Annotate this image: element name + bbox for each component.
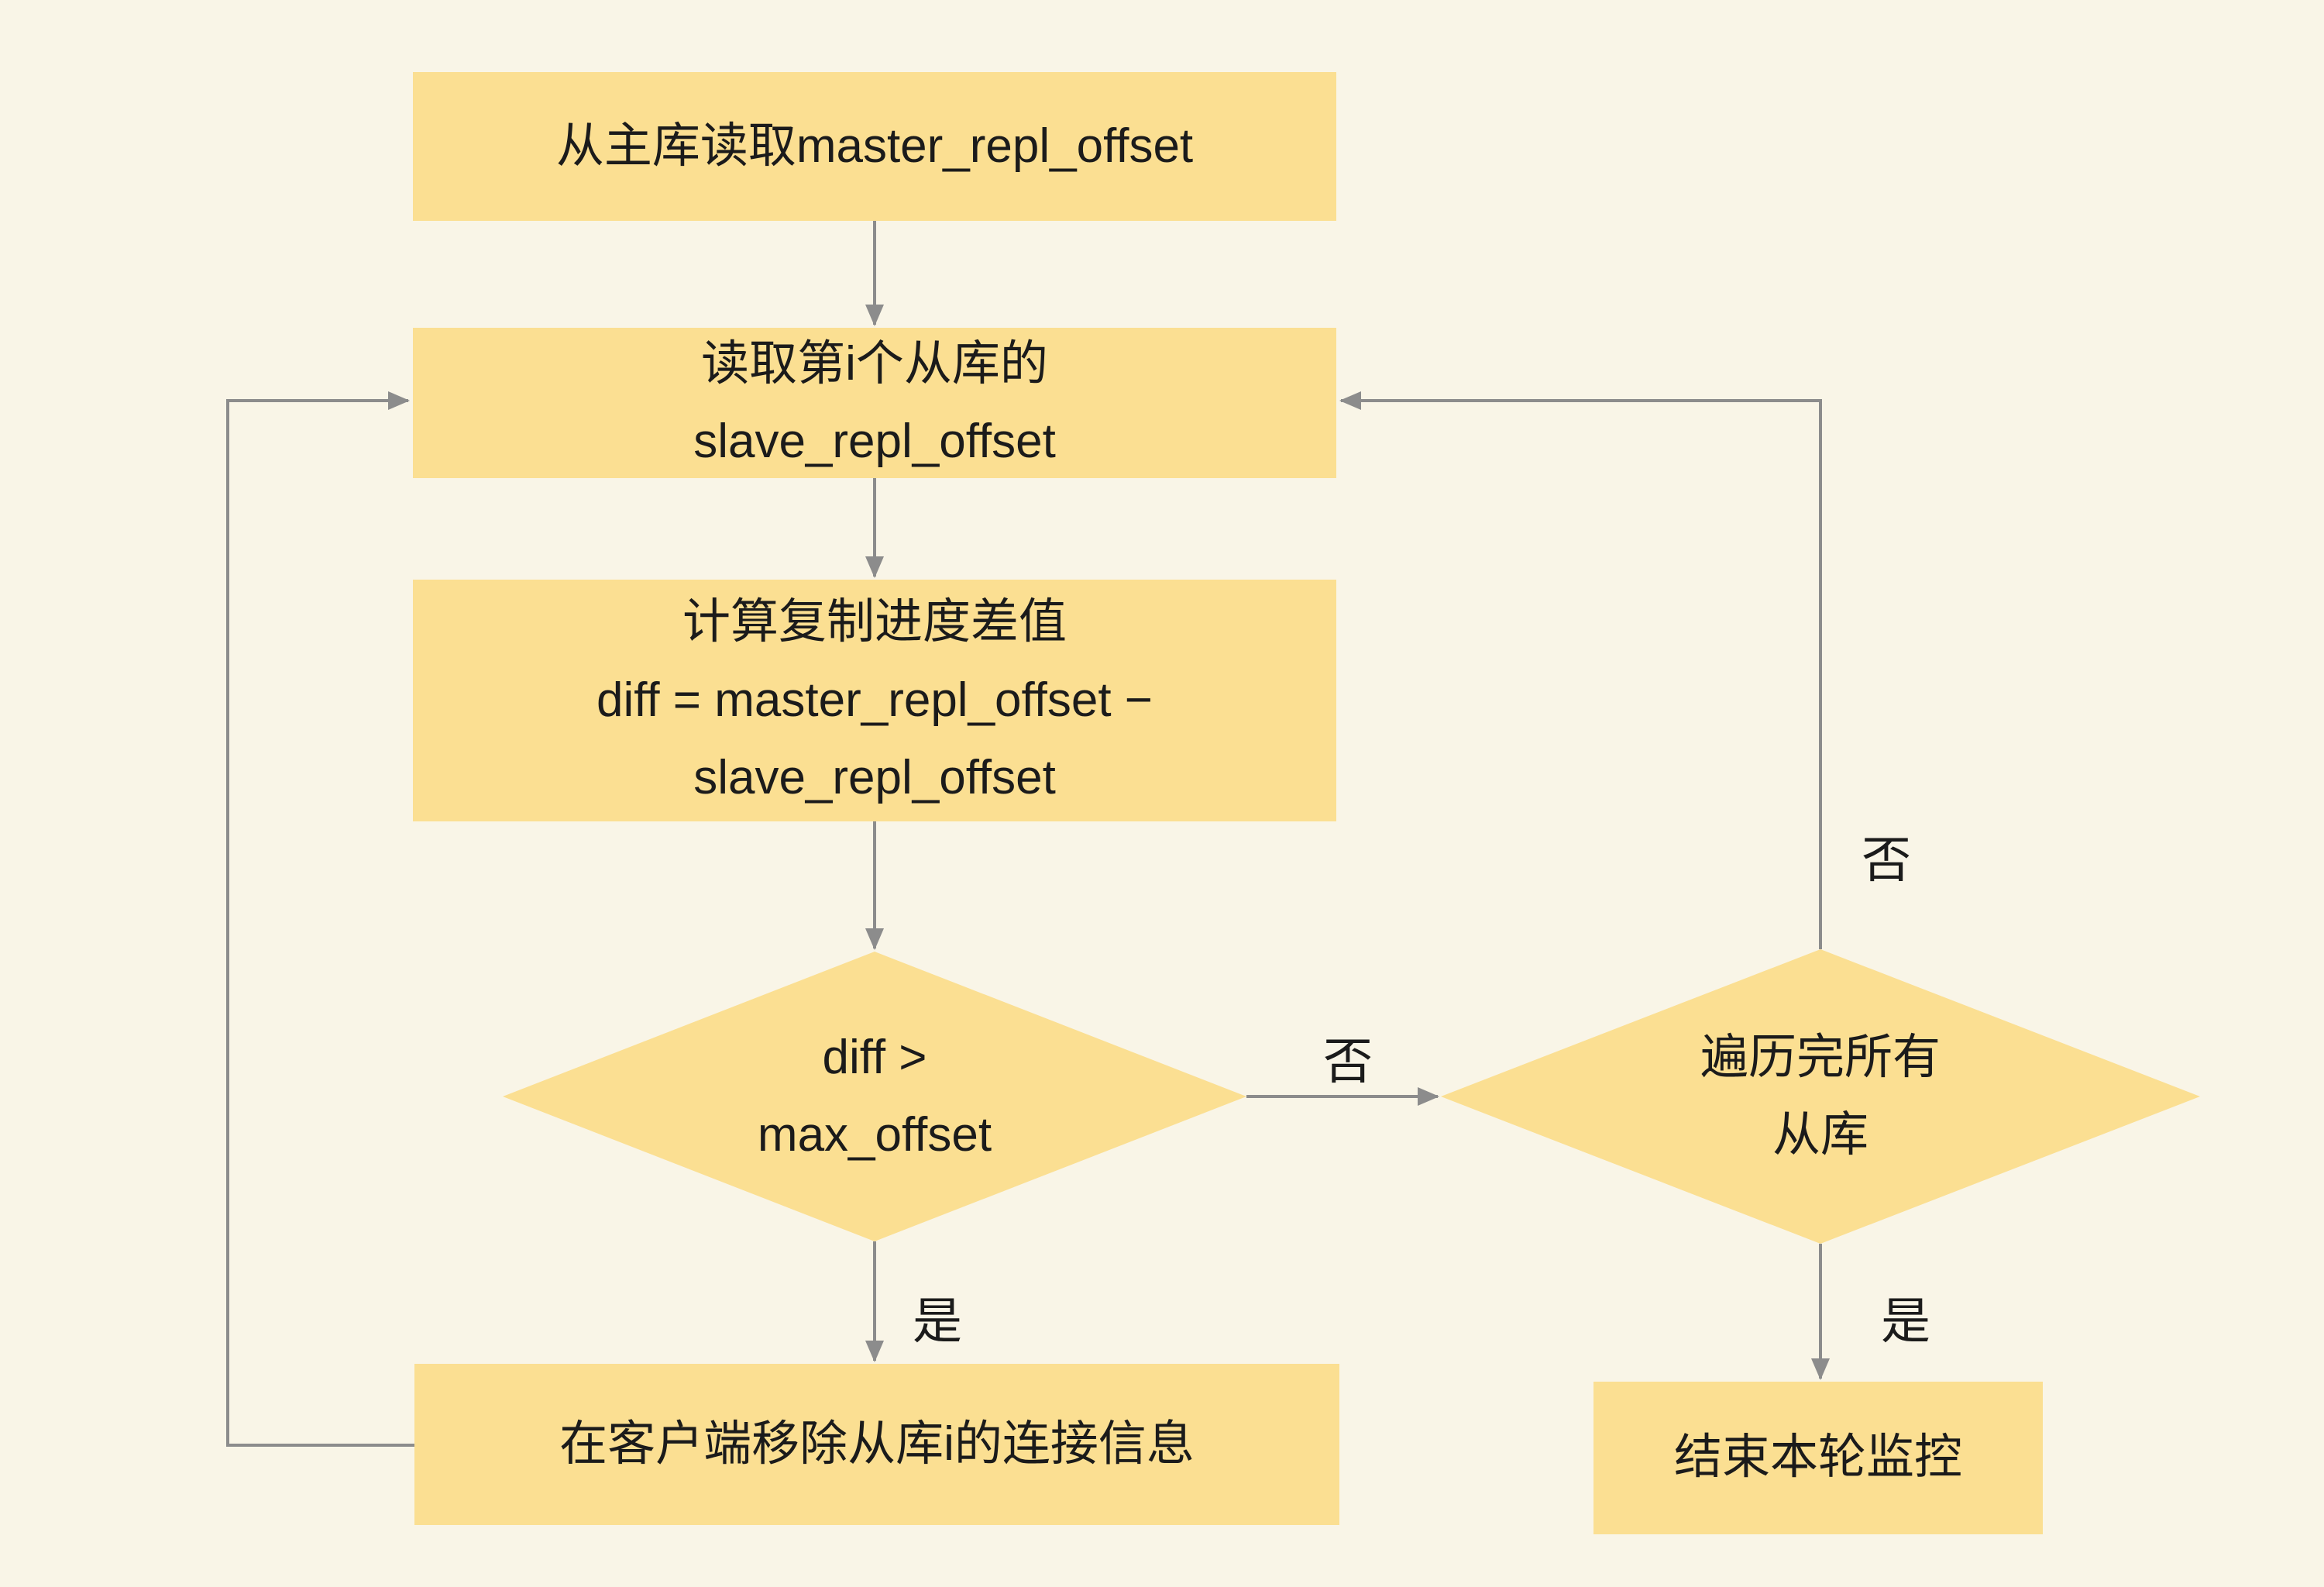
edge-label-traversal-yes: 是 bbox=[1881, 1293, 1930, 1349]
node-read-master-offset: 从主库读取master_repl_offset bbox=[413, 72, 1336, 221]
node-remove-slave-connection: 在客户端移除从库i的连接信息 bbox=[414, 1364, 1339, 1525]
node-compute-diff: 计算复制进度差值 diff = master_repl_offset − sla… bbox=[413, 580, 1336, 821]
edge-check-traversal-no-loop-to-read-slave bbox=[1339, 391, 1822, 949]
edge-label-diff-yes: 是 bbox=[913, 1293, 962, 1349]
edge-label-traversal-no: 否 bbox=[1862, 832, 1911, 888]
node-end-monitoring-round: 结束本轮监控 bbox=[1593, 1382, 2043, 1534]
edge-remove-slave-loop-to-read-slave bbox=[226, 391, 414, 1447]
node-read-slave-offset: 读取第i个从库的 slave_repl_offset bbox=[413, 328, 1336, 478]
edge-label-diff-no: 否 bbox=[1323, 1034, 1373, 1090]
